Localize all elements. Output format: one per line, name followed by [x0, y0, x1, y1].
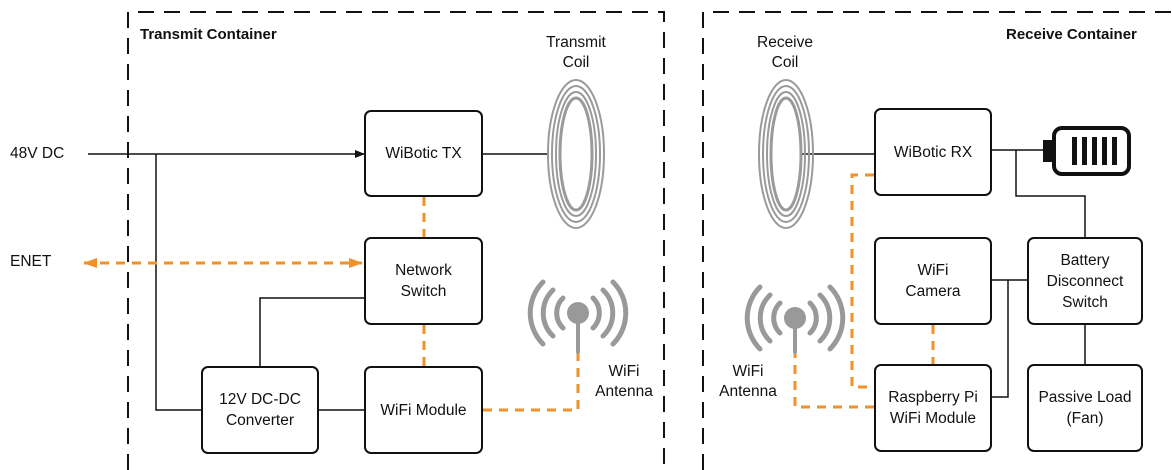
rx-to-pi-link — [850, 173, 874, 389]
transmit-container-title: Transmit Container — [140, 26, 277, 43]
network-switch-box: Network Switch — [364, 237, 483, 325]
receive-coil-icon — [758, 79, 814, 229]
raspberry-pi-box: Raspberry Pi WiFi Module — [874, 364, 992, 452]
wibotic-rx-box: WiBotic RX — [874, 108, 992, 196]
enet-label: ENET — [10, 253, 52, 270]
wifi-to-antenna-link — [483, 352, 580, 412]
transmit-container-border — [127, 11, 665, 470]
receive-container-title: Receive Container — [1006, 26, 1137, 43]
wifi-module-box: WiFi Module — [364, 366, 483, 454]
battery-disconnect-switch-box: Battery Disconnect Switch — [1027, 237, 1143, 325]
receive-container-border — [702, 11, 1172, 470]
converter-to-switch-line — [259, 297, 364, 366]
dc-dc-converter-box: 12V DC-DC Converter — [201, 366, 319, 454]
converter-feed-line — [155, 154, 201, 411]
disconnect-to-pi-line — [992, 280, 1009, 398]
battery-icon — [1043, 126, 1131, 176]
receive-coil-label: Receive Coil — [757, 34, 813, 71]
power-input-label: 48V DC — [10, 145, 65, 162]
receive-antenna-icon — [744, 284, 846, 354]
passive-load-box: Passive Load (Fan) — [1027, 364, 1143, 452]
wibotic-tx-box: WiBotic TX — [364, 110, 483, 197]
transmit-antenna-label: WiFi Antenna — [595, 363, 653, 400]
transmit-antenna-icon — [527, 279, 629, 354]
transmit-coil-label: Transmit Coil — [546, 34, 606, 71]
transmit-coil-icon — [547, 79, 605, 229]
receive-antenna-label: WiFi Antenna — [719, 363, 777, 400]
wifi-camera-box: WiFi Camera — [874, 237, 992, 325]
rx-to-disconnect-line — [1015, 150, 1086, 237]
pi-to-antenna-link — [793, 352, 874, 409]
